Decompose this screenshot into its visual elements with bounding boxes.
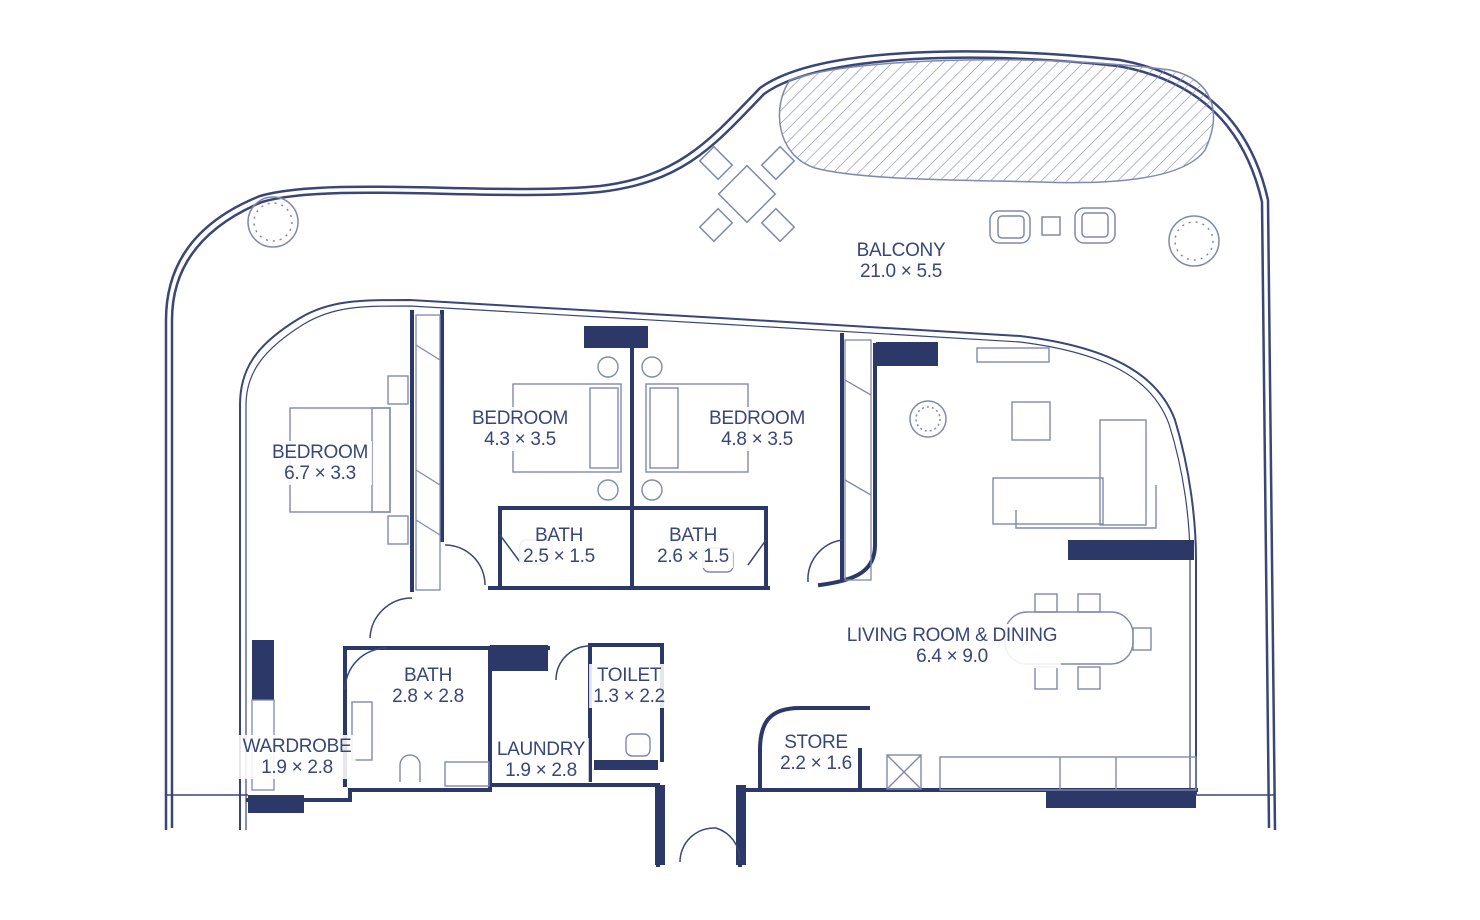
room-size: 1.9 × 2.8 <box>505 760 577 781</box>
room-name: STORE <box>784 732 848 753</box>
room-size: 2.8 × 2.8 <box>392 686 464 707</box>
room-label-store: STORE 2.2 × 1.6 <box>776 731 856 775</box>
room-name: LIVING ROOM & DINING <box>846 625 1058 646</box>
room-size: 6.7 × 3.3 <box>284 463 356 484</box>
living-furniture <box>886 347 1197 791</box>
room-size: 2.6 × 1.5 <box>657 546 729 567</box>
room-size: 4.3 × 3.5 <box>484 429 556 450</box>
room-label-bedroom-2: BEDROOM 4.3 × 3.5 <box>467 407 573 451</box>
room-size: 21.0 × 5.5 <box>859 261 943 282</box>
room-name: BEDROOM <box>271 442 369 463</box>
room-label-bath-3: BATH 2.8 × 2.8 <box>388 664 468 708</box>
plant-icon <box>247 196 1220 438</box>
room-name: BATH <box>403 665 453 686</box>
room-label-toilet: TOILET 1.3 × 2.2 <box>589 664 669 708</box>
room-label-laundry: LAUNDRY 1.9 × 2.8 <box>492 738 590 782</box>
lounge-chairs <box>989 207 1116 244</box>
room-label-balcony: BALCONY 21.0 × 5.5 <box>857 240 946 282</box>
room-size: 1.9 × 2.8 <box>261 757 333 778</box>
door-swings <box>344 534 843 863</box>
balcony-table-set <box>698 145 796 243</box>
exterior-glazing <box>239 298 1197 830</box>
room-label-wardrobe: WARDROBE 1.9 × 2.8 <box>238 735 356 779</box>
room-size: 4.8 × 3.5 <box>721 429 793 450</box>
room-size: 6.4 × 9.0 <box>916 646 988 667</box>
room-label-bath-1: BATH 2.5 × 1.5 <box>519 524 599 568</box>
room-label-bedroom-master: BEDROOM 6.7 × 3.3 <box>267 441 373 485</box>
room-size: 1.3 × 2.2 <box>593 686 665 707</box>
room-size: 2.2 × 1.6 <box>780 753 852 774</box>
room-name: BEDROOM <box>471 408 569 429</box>
room-label-living-dining: LIVING ROOM & DINING 6.4 × 9.0 <box>842 624 1062 668</box>
room-name: LAUNDRY <box>496 739 586 760</box>
planter-hatched <box>778 59 1215 184</box>
room-size: 2.5 × 1.5 <box>523 546 595 567</box>
room-name: TOILET <box>596 665 662 686</box>
room-name: BEDROOM <box>708 408 806 429</box>
solid-wall-blocks <box>248 326 1196 865</box>
room-label-bedroom-3: BEDROOM 4.8 × 3.5 <box>704 407 810 451</box>
room-name: BALCONY <box>856 240 946 261</box>
interior-walls <box>246 310 1198 867</box>
room-label-bath-2: BATH 2.6 × 1.5 <box>653 524 733 568</box>
room-name: BATH <box>668 525 718 546</box>
room-name: WARDROBE <box>242 736 352 757</box>
room-name: BATH <box>534 525 584 546</box>
